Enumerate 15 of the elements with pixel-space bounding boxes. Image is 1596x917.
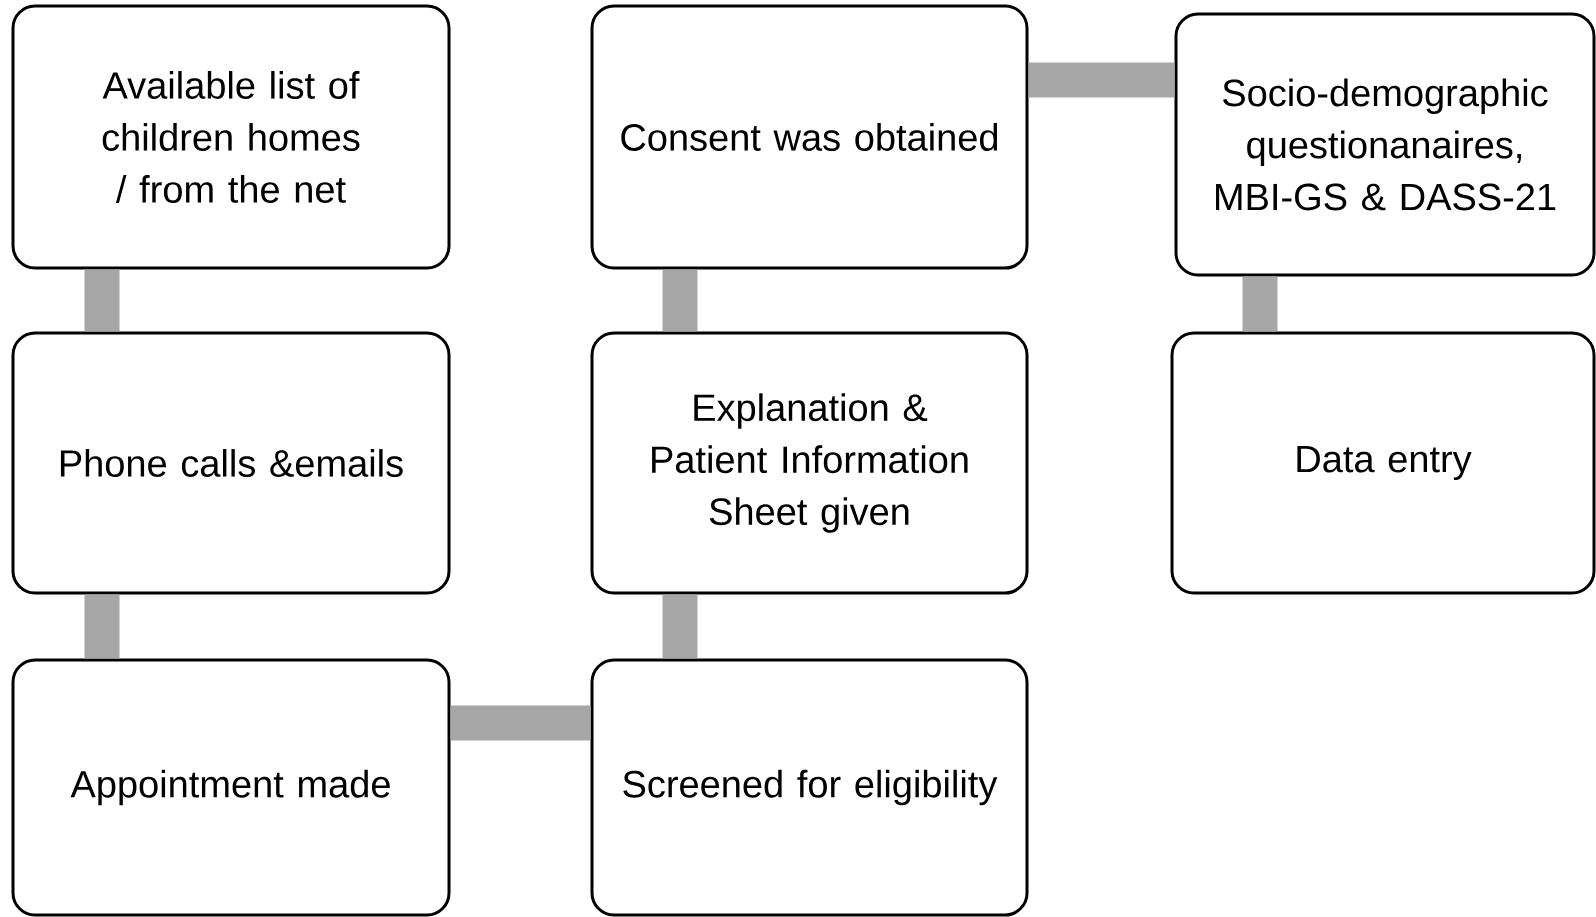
connector-bar [1242, 276, 1278, 332]
connector-bar [1028, 62, 1175, 98]
connector-bar [450, 705, 591, 741]
process-box: Phone calls &emails [11, 331, 451, 595]
process-box: Consent was obtained [590, 4, 1029, 270]
process-box: Screened for eligibility [590, 658, 1029, 917]
process-box: Explanation & Patient Information Sheet given [590, 331, 1029, 595]
process-box: Data entry [1170, 331, 1596, 595]
connector-bar [662, 594, 698, 659]
connector-bar [662, 269, 698, 332]
connector-bar [84, 269, 120, 332]
process-box: Appointment made [11, 658, 451, 917]
process-box: Socio-demographic questionanaires, MBI-GS & DASS-21 [1174, 12, 1596, 277]
process-box: Available list of children homes / from the net [11, 4, 451, 270]
connector-bar [84, 594, 120, 659]
